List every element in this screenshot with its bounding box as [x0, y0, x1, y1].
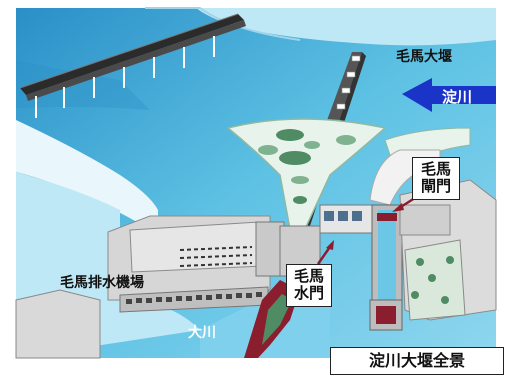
- sluice-gate-upper: [377, 213, 397, 221]
- sluice-gate-lower: [376, 306, 396, 324]
- label-keba-water-gate-line-1: 毛馬: [293, 267, 324, 285]
- label-okawa: 大川: [188, 325, 216, 341]
- label-yodogawa: 淀川: [442, 88, 473, 106]
- drainage-station-building: [107, 215, 321, 313]
- pointer-arrows: [316, 194, 419, 265]
- left-bank: [16, 120, 158, 235]
- river-flow-arrow: [402, 78, 496, 112]
- upper-bank: [196, 8, 496, 46]
- label-keba-sluice-gate-line-2: 閘門: [420, 177, 451, 196]
- label-keba-water-gate: 毛馬 水門: [286, 264, 332, 307]
- label-keba-water-gate-line-2: 水門: [293, 284, 324, 303]
- caption: 淀川大堰全景: [330, 347, 504, 376]
- label-keba-dam: 毛馬大堰: [396, 49, 452, 65]
- label-keba-sluice-gate: 毛馬 閘門: [412, 157, 460, 200]
- central-island: [226, 118, 387, 241]
- label-drainage-station: 毛馬排水機場: [60, 275, 144, 291]
- label-keba-sluice-gate-line-1: 毛馬: [420, 160, 451, 178]
- railway-bridge: [19, 13, 246, 118]
- small-building: [15, 289, 101, 359]
